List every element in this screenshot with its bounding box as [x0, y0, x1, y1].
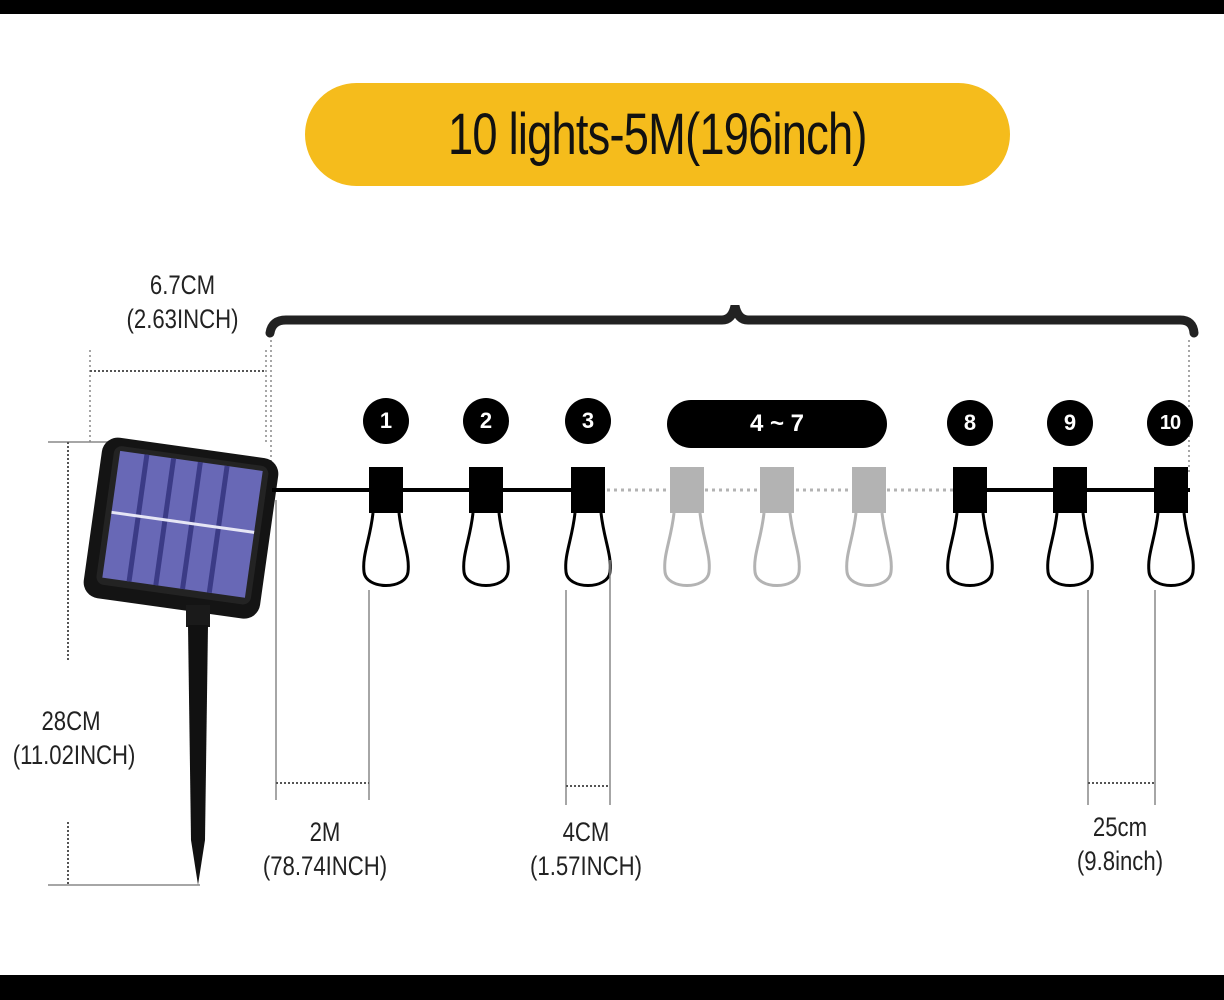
bulb-number-3: 3 [565, 398, 611, 444]
bulb-spacing-label: 25cm (9.8inch) [1076, 812, 1164, 876]
bulb-number-1: 1 [363, 398, 409, 444]
length-brace [265, 304, 1199, 338]
panel-width-label: 6.7CM (2.63INCH) [126, 270, 239, 334]
bulb-4-7-c [845, 467, 893, 587]
title-text: 10 lights-5M(196inch) [448, 102, 867, 167]
bottom-border [0, 975, 1224, 1000]
height-label: 28CM (11.02INCH) [12, 706, 136, 770]
stake-neck [186, 605, 210, 627]
bulb-2 [462, 467, 510, 587]
top-border [0, 0, 1224, 14]
title-banner: 10 lights-5M(196inch) [305, 83, 1010, 186]
bulb-number-9: 9 [1047, 400, 1093, 446]
bulb-4-7-a [663, 467, 711, 587]
bulb-number-8: 8 [947, 400, 993, 446]
bulb-10 [1147, 467, 1195, 587]
bulb-number-2: 2 [463, 398, 509, 444]
lead-cable-label: 2M (78.74INCH) [262, 817, 388, 881]
bulb-number-10: 10 [1147, 400, 1193, 446]
bulb-3 [564, 467, 612, 587]
solar-panel [83, 437, 279, 619]
bulb-width-label: 4CM (1.57INCH) [530, 817, 642, 881]
bulb-8 [946, 467, 994, 587]
ground-stake [188, 625, 208, 885]
bulb-1 [362, 467, 410, 587]
bulb-range-badge: 4 ~ 7 [667, 400, 887, 448]
bulb-4-7-b [753, 467, 801, 587]
bulb-9 [1046, 467, 1094, 587]
